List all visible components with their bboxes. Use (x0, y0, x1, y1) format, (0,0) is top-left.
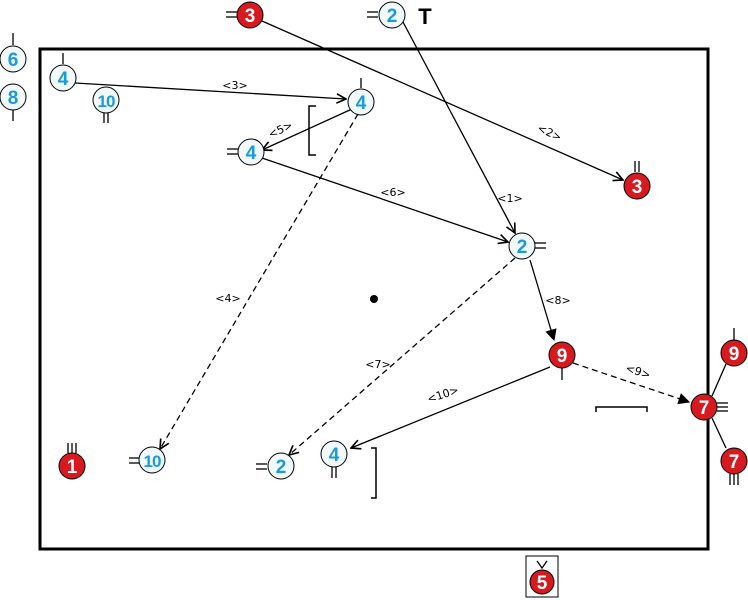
svg-text:4: 4 (246, 143, 257, 164)
svg-text:9: 9 (557, 346, 568, 367)
move-line-8 (529, 259, 557, 342)
center-spot (370, 295, 378, 303)
defender-5: 5 (529, 560, 555, 595)
svg-text:4: 4 (356, 93, 367, 114)
move-label-10: <10> (425, 383, 460, 405)
attacker-8: 8 (0, 83, 27, 121)
move-line-2 (261, 20, 623, 180)
svg-text:10: 10 (98, 92, 115, 111)
attacker-4-bottom: 4 (320, 440, 348, 478)
svg-text:10: 10 (144, 452, 161, 471)
attacker-4-mid: 4 (227, 138, 265, 166)
attacker-2-bottom: 2 (256, 452, 295, 480)
defender-7-right: 7 (690, 393, 728, 421)
move-line-7 (289, 257, 516, 455)
move-label-9: <9> (624, 362, 652, 382)
connector-7-7 (711, 417, 727, 449)
move-label-8: <8> (545, 294, 570, 307)
connector-7-9 (711, 363, 727, 397)
svg-text:3: 3 (632, 177, 643, 198)
svg-text:5: 5 (537, 573, 548, 594)
svg-text:6: 6 (8, 50, 19, 71)
move-line-3 (74, 82, 346, 99)
field-boundary (38, 47, 710, 551)
move-line-4 (160, 113, 359, 449)
move-label-6: <6> (380, 186, 405, 199)
svg-text:2: 2 (517, 237, 528, 258)
attacker-2-center: 2 (508, 232, 546, 260)
svg-text:7: 7 (699, 398, 710, 419)
move-label-7: <7> (365, 358, 390, 371)
move-line-10 (351, 366, 551, 448)
move-line-1 (402, 21, 515, 233)
svg-text:1: 1 (67, 457, 78, 478)
move-line-6 (261, 157, 508, 242)
svg-text:2: 2 (387, 6, 398, 27)
defender-1: 1 (58, 443, 86, 480)
defender-7-bottom: 7 (720, 447, 748, 485)
defender-3-right: 3 (623, 161, 651, 200)
svg-text:3: 3 (245, 6, 256, 27)
attacker-10-top: 10 (92, 86, 120, 123)
bracket-lower (371, 447, 377, 499)
move-line-9 (572, 362, 691, 405)
t-marker: T (418, 4, 432, 29)
substitute-box (525, 555, 559, 598)
svg-text:4: 4 (329, 445, 340, 466)
bracket-upper (308, 105, 316, 156)
move-line-5 (262, 108, 353, 150)
attacker-4-upper: 4 (347, 78, 375, 116)
attacker-4-top-left: 4 (49, 53, 77, 92)
move-label-4: <4> (215, 292, 240, 305)
move-label-2: <2> (535, 122, 564, 145)
svg-text:7: 7 (729, 452, 740, 473)
svg-text:8: 8 (8, 88, 19, 109)
defender-3-top: 3 (226, 1, 264, 29)
defender-9-center: 9 (548, 341, 576, 380)
move-label-1: <1> (497, 192, 522, 205)
svg-text:2: 2 (276, 457, 287, 478)
move-label-3: <3> (222, 79, 247, 92)
attacker-6: 6 (0, 33, 27, 73)
attacker-2-top: 2 (367, 1, 406, 29)
svg-text:4: 4 (58, 69, 69, 90)
bracket-right (595, 406, 648, 412)
attacker-10-bottom: 10 (129, 446, 166, 474)
defender-9-right: 9 (720, 328, 748, 367)
svg-text:9: 9 (729, 344, 740, 365)
